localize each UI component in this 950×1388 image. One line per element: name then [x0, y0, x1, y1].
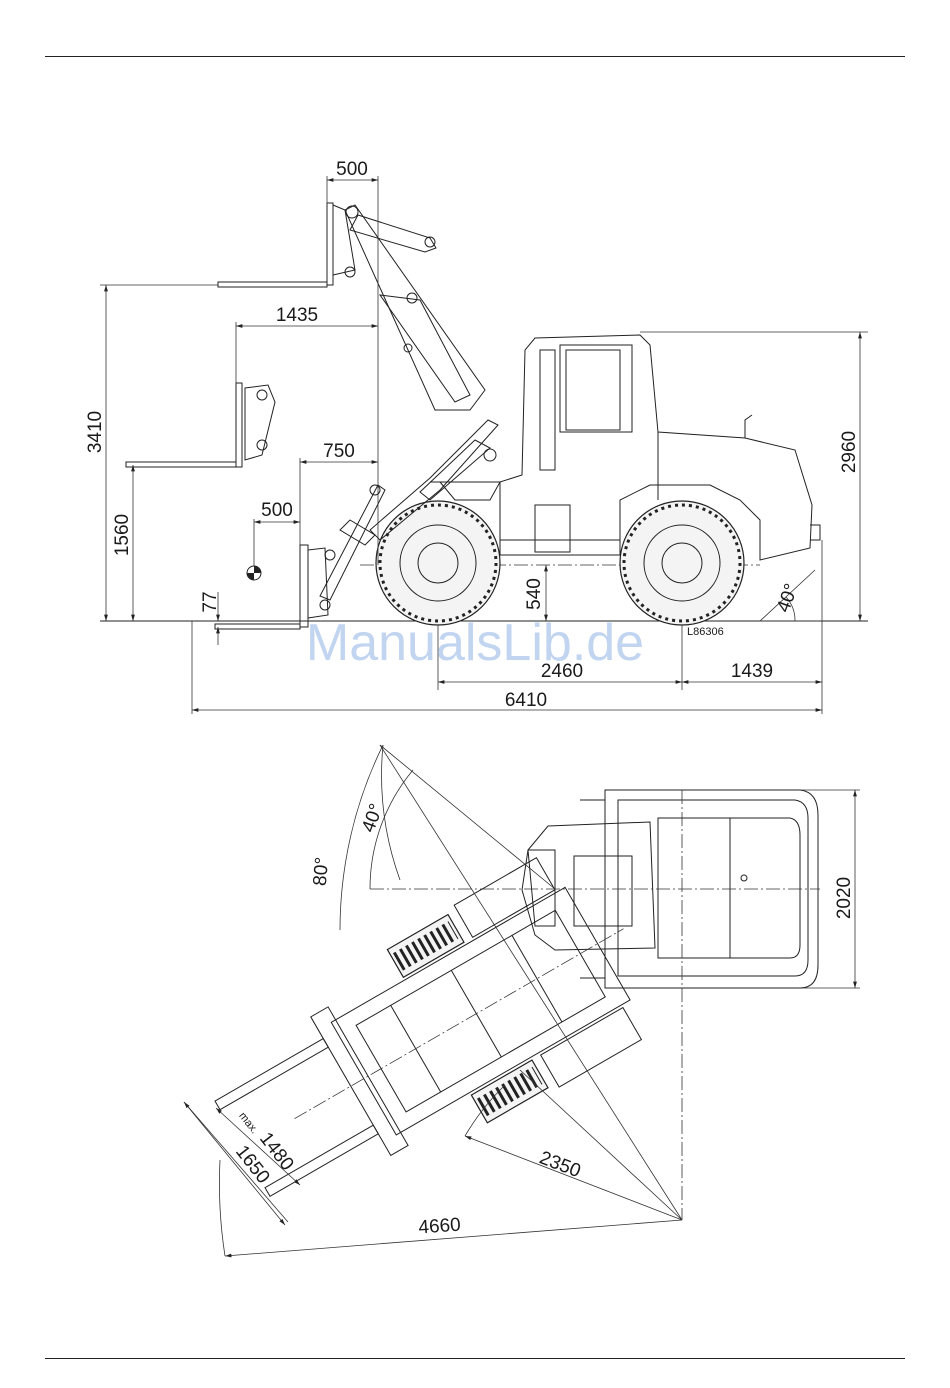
- dim-overall-width: 2020: [834, 877, 855, 919]
- dim-fork-depth: 77: [200, 591, 221, 612]
- dim-overall-height: 2960: [839, 431, 860, 473]
- dim-max-lift-height: 3410: [85, 411, 106, 453]
- dim-outer-turning-radius: 4660: [418, 1215, 462, 1239]
- cab-top: [522, 822, 655, 950]
- watermark-text: ManualsLib.de: [306, 614, 644, 672]
- fork-raised: [218, 203, 355, 287]
- dim-fork-offset-top: 500: [336, 159, 368, 180]
- dim-departure-angle: 40°: [773, 581, 803, 615]
- dim-overall-length: 6410: [505, 690, 547, 711]
- top-view: 40° 80° 2020 max. 1480 1650 2350 4660: [184, 745, 860, 1256]
- dim-mid-lift-height: 1560: [112, 514, 133, 556]
- angle-ray-40: [380, 745, 555, 889]
- dim-inner-turning-radius: 2350: [536, 1147, 583, 1182]
- dim-reach-low: 750: [323, 441, 355, 462]
- loader-arm-mid: [245, 385, 275, 460]
- dim-max-label: max.: [236, 1110, 260, 1136]
- dim-ground-clearance: 540: [524, 578, 545, 610]
- loader-arm-raised: [345, 205, 485, 410]
- dim-reach-mid: 1435: [276, 305, 318, 326]
- fork-mid: [126, 383, 242, 467]
- drawing-reference: L86306: [687, 626, 724, 638]
- dim-load-center: 500: [261, 500, 293, 521]
- front-wheel: [376, 501, 500, 625]
- load-center-symbol: [247, 566, 261, 580]
- dim-steer-angle-80: 80°: [310, 856, 333, 886]
- dim-rear-overhang: 1439: [731, 661, 773, 682]
- rear-wheel: [620, 501, 744, 625]
